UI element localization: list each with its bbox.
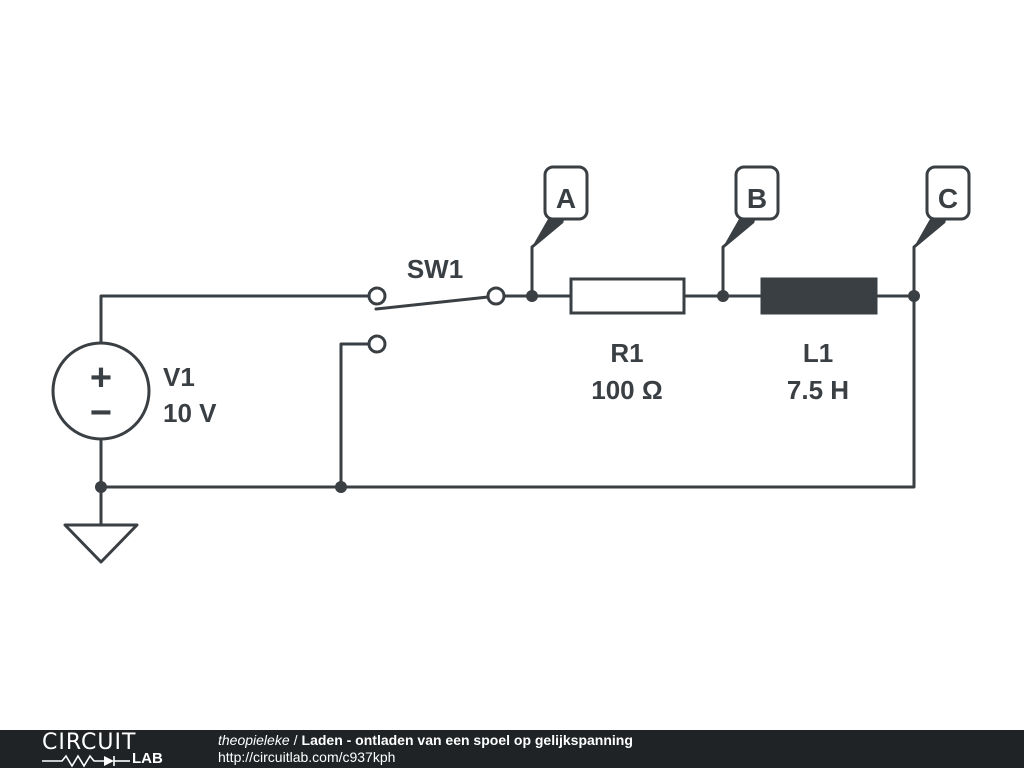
probe-b-pointer — [723, 219, 757, 247]
author-link[interactable]: theopieleke — [218, 732, 290, 748]
v1-name-label: V1 — [163, 362, 195, 392]
probe-a-label: A — [556, 183, 576, 214]
resistor-diode-icon — [42, 754, 130, 768]
circuit-url-link[interactable]: http://circuitlab.com/c937kph — [218, 749, 396, 765]
inductor-l1[interactable] — [760, 277, 878, 315]
r1-name-label: R1 — [610, 338, 643, 368]
junction-b — [717, 290, 729, 302]
v1-value-label: 10 V — [163, 398, 217, 428]
title-separator: / — [293, 732, 298, 748]
junction-c — [908, 290, 920, 302]
junctions — [95, 290, 920, 493]
resistor-r1[interactable] — [569, 277, 686, 315]
l1-name-label: L1 — [803, 338, 833, 368]
l1-value-label: 7.5 H — [787, 375, 849, 405]
probe-b[interactable]: B — [723, 165, 780, 247]
switch-blade — [374, 295, 490, 311]
voltage-source-body — [51, 341, 151, 441]
probe-b-label: B — [747, 183, 767, 214]
probe-c-pointer — [914, 219, 948, 247]
voltage-source-plus-sign: + — [90, 357, 112, 399]
probe-c-label: C — [938, 183, 958, 214]
probe-a-pointer — [532, 219, 566, 247]
circuit-schematic: + − V1 10 V SW1 R1 100 Ω L1 7.5 H A — [51, 165, 971, 564]
switch-common-terminal — [367, 286, 387, 306]
junction-switch-return — [335, 481, 347, 493]
junction-a — [526, 290, 538, 302]
footer-bar: CIRCUIT LAB theopieleke/Laden - ontladen… — [0, 730, 1024, 768]
wire-v1-to-switch — [99, 294, 372, 345]
logo-wordmark-circuit: CIRCUIT — [42, 730, 137, 755]
probe-a[interactable]: A — [532, 165, 589, 247]
switch-open-terminal — [367, 334, 387, 354]
r1-value-label: 100 Ω — [591, 375, 662, 405]
voltage-source-v1[interactable]: + − — [51, 341, 151, 441]
logo-wordmark-lab: LAB — [132, 750, 163, 767]
switch-sw1[interactable] — [367, 286, 506, 354]
ground-symbol[interactable] — [63, 523, 139, 564]
voltage-source-minus-sign: − — [90, 392, 112, 434]
circuit-title: Laden - ontladen van een spoel op gelijk… — [301, 732, 633, 748]
switch-closed-terminal — [486, 286, 506, 306]
wire-bottom-return — [99, 294, 916, 489]
circuit-info: theopieleke/Laden - ontladen van een spo… — [218, 732, 633, 766]
wire-switch-throw-to-ground — [339, 342, 371, 489]
wires — [99, 220, 946, 527]
circuitlab-logo[interactable]: CIRCUIT LAB — [40, 730, 180, 768]
junction-ground — [95, 481, 107, 493]
sw1-name-label: SW1 — [407, 254, 463, 284]
probe-c[interactable]: C — [914, 165, 971, 247]
